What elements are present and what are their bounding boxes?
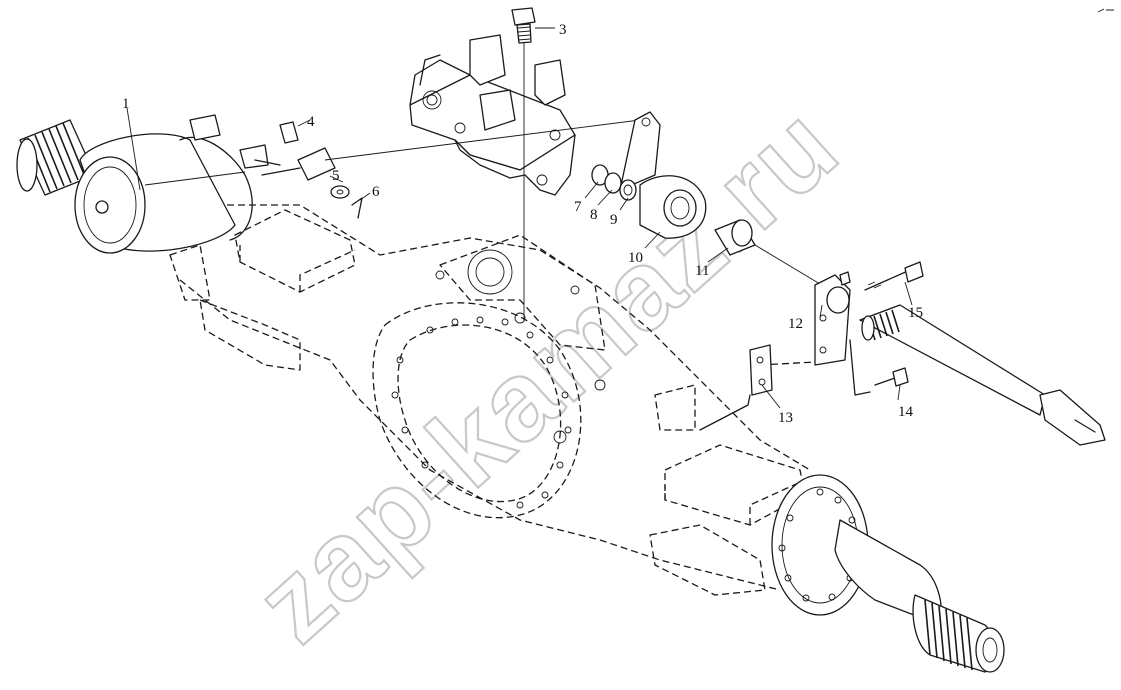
bracket xyxy=(409,34,576,196)
brake-chamber xyxy=(16,114,281,254)
callout-4: 4 xyxy=(307,114,315,130)
callout-11: 11 xyxy=(695,263,709,279)
right-hub-spindle xyxy=(771,474,1005,673)
callout-5: 5 xyxy=(332,168,340,184)
clevis-pin-parts xyxy=(261,119,641,219)
callout-13: 13 xyxy=(778,410,793,426)
callout-14: 14 xyxy=(898,404,914,420)
callout-6: 6 xyxy=(372,184,380,200)
leader-lines xyxy=(126,27,913,409)
camshaft xyxy=(859,304,1106,446)
callout-15: 15 xyxy=(908,305,923,321)
callout-9: 9 xyxy=(610,212,618,228)
bolt-vertical xyxy=(511,7,536,320)
callout-1: 1 xyxy=(122,96,130,112)
callout-3: 3 xyxy=(559,22,567,38)
callout-12: 12 xyxy=(788,316,803,332)
callout-10: 10 xyxy=(628,250,643,266)
callout-8: 8 xyxy=(590,207,598,223)
corner-mark xyxy=(1097,8,1114,13)
slack-adjuster xyxy=(591,111,831,291)
camshaft-bracket xyxy=(699,261,924,431)
callout-labels: 1 3 4 5 6 7 8 9 10 11 12 13 14 15 xyxy=(122,22,923,426)
axle-housing xyxy=(169,204,811,596)
callout-7: 7 xyxy=(574,199,582,215)
